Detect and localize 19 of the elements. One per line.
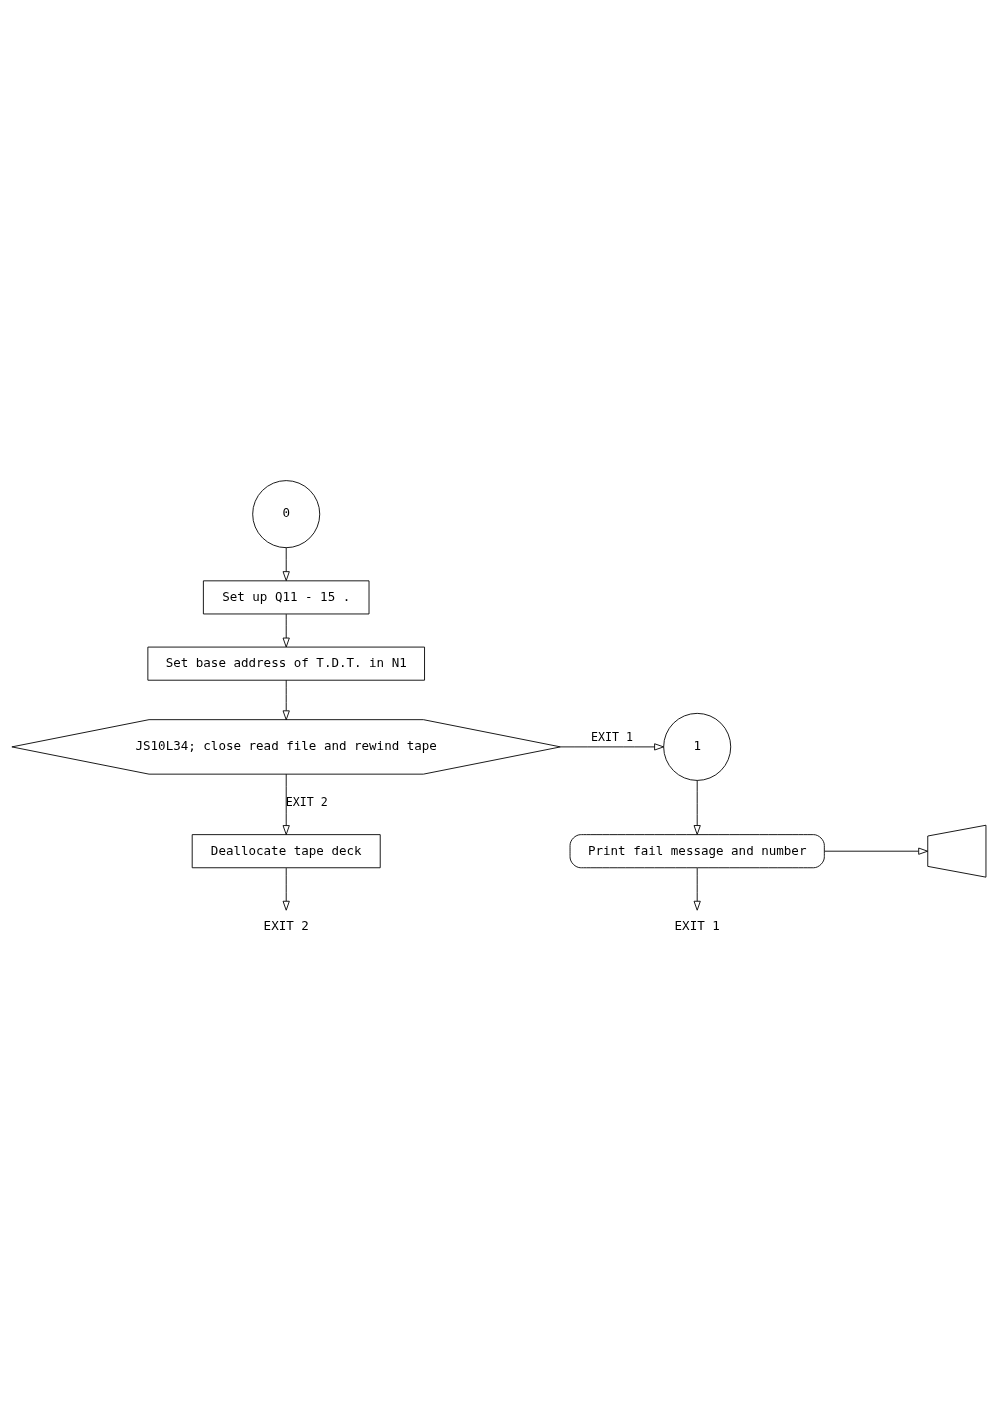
node-circle: 0 bbox=[252, 479, 321, 548]
node-text: EXIT 1 bbox=[674, 917, 720, 933]
arrow bbox=[282, 546, 290, 581]
arrow bbox=[560, 742, 664, 750]
node-box: Set up Q11 - 15 . bbox=[202, 579, 370, 614]
edge-label: EXIT 2 bbox=[285, 794, 328, 809]
arrow bbox=[282, 867, 290, 911]
arrow bbox=[693, 779, 701, 835]
arrow bbox=[824, 847, 929, 855]
node-box: Set base address of T.D.T. in N1 bbox=[147, 646, 425, 681]
edge-label: EXIT 1 bbox=[590, 729, 633, 744]
node-text: EXIT 2 bbox=[263, 917, 309, 933]
arrow bbox=[693, 867, 701, 911]
arrow bbox=[282, 679, 290, 720]
node-box: Deallocate tape deck bbox=[191, 833, 381, 868]
node-circle: 1 bbox=[663, 712, 732, 781]
node-box: Print fail message and number bbox=[569, 833, 825, 868]
arrow bbox=[282, 613, 290, 647]
node-trapezoid bbox=[927, 824, 987, 878]
